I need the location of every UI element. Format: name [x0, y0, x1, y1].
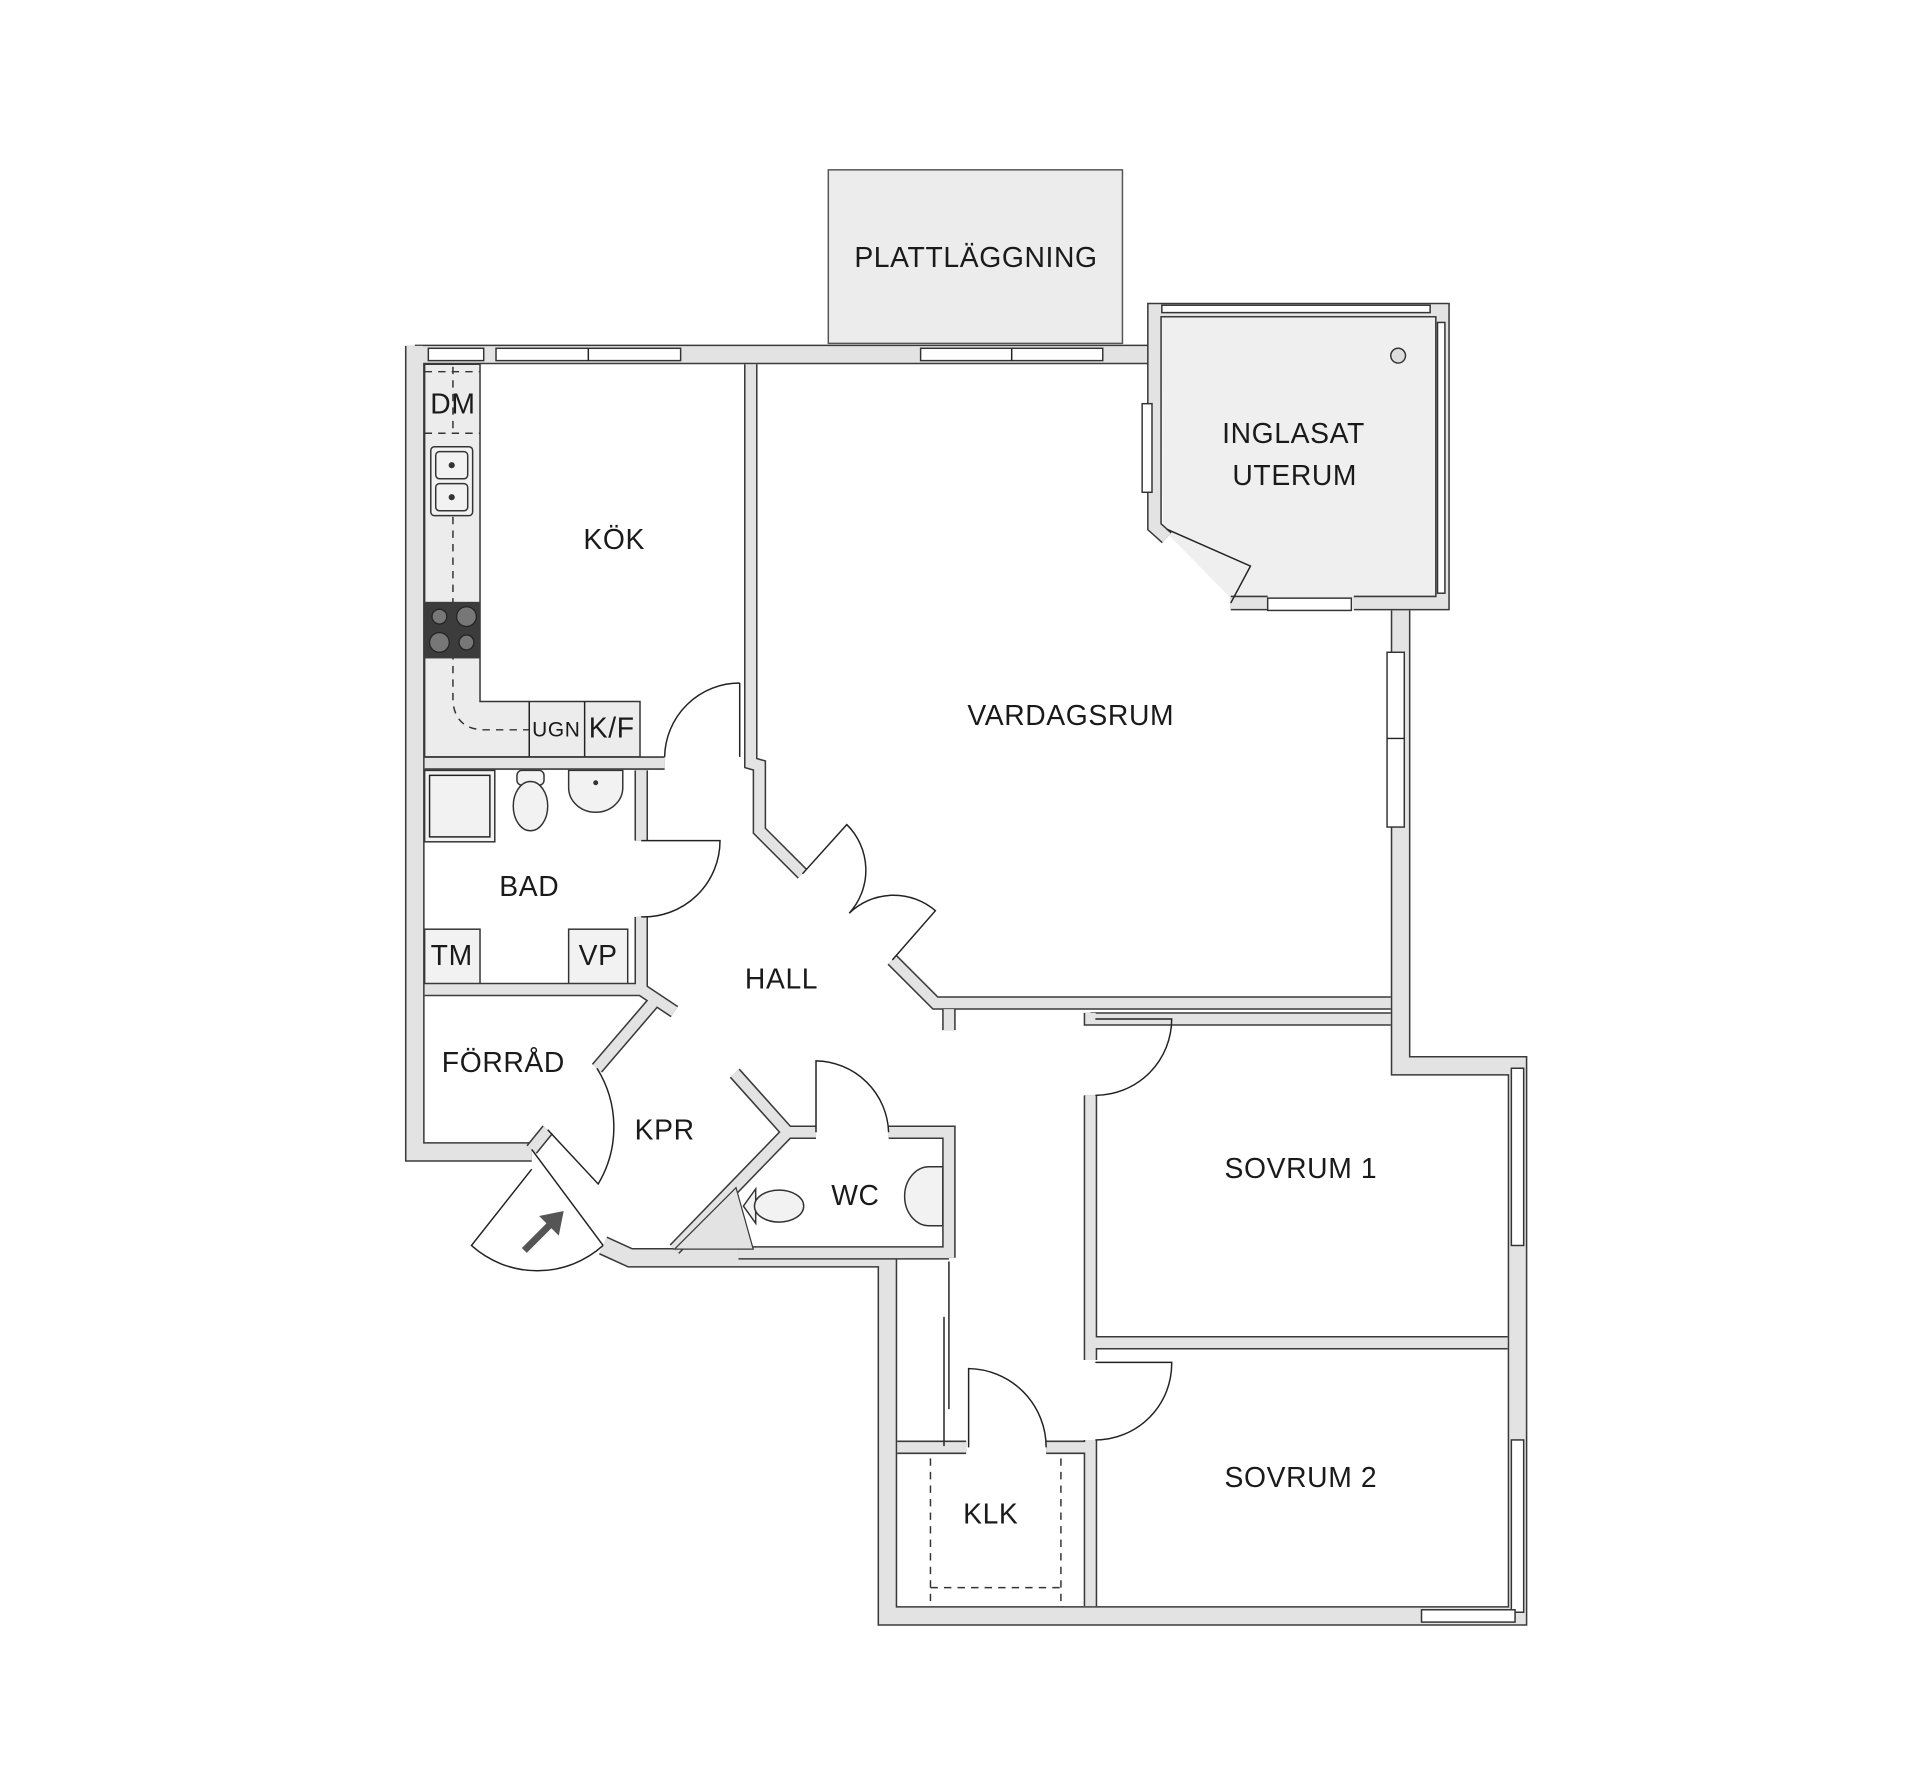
- kitchen-door[interactable]: [663, 682, 741, 757]
- sunroom-fixture-icon: [1390, 347, 1407, 364]
- room-label-terrace: PLATTLÄGGNING: [854, 241, 1097, 273]
- entrance-arrow-icon: [521, 1211, 564, 1253]
- toilet-icon: [512, 769, 549, 832]
- room-label-hall: HALL: [745, 962, 818, 994]
- walk-in-closet-door[interactable]: [967, 1367, 1047, 1448]
- stove-icon: [424, 601, 481, 659]
- room-label-kitchen: KÖK: [583, 523, 645, 555]
- entrance-door[interactable]: [470, 1149, 604, 1272]
- room-label-coat-closet: KPR: [635, 1114, 695, 1146]
- outer-walls: [404, 302, 1528, 1626]
- room-label-bathroom: BAD: [499, 870, 559, 902]
- appliance-label-oven: UGN: [532, 719, 580, 742]
- sunroom-door[interactable]: [1166, 528, 1252, 604]
- bedroom2-door[interactable]: [1095, 1361, 1173, 1441]
- kitchen-counter: [423, 363, 641, 758]
- washbasin-icon: [567, 769, 624, 814]
- water-heater-box: [567, 928, 629, 986]
- room-label-living-room: VARDAGSRUM: [967, 699, 1174, 731]
- room-label-wc: WC: [831, 1179, 879, 1211]
- klk-shelves: [929, 1458, 1062, 1607]
- shower-icon: [423, 769, 496, 843]
- room-label-walk-in-closet: KLK: [963, 1498, 1018, 1530]
- bathroom-door[interactable]: [641, 839, 721, 918]
- wc-washbasin-icon: [903, 1165, 944, 1227]
- sunroom-floor: [1161, 317, 1438, 599]
- wardrobe-sliding-doors[interactable]: [943, 1261, 950, 1447]
- wc-door[interactable]: [815, 1060, 890, 1133]
- interior-walls: [424, 364, 1508, 1607]
- room-label-storage: FÖRRÅD: [442, 1046, 565, 1078]
- room-label-bedroom2: SOVRUM 2: [1225, 1461, 1378, 1493]
- windows: [427, 304, 1525, 1623]
- doors[interactable]: [470, 528, 1252, 1448]
- appliance-label-fridge: K/F: [589, 711, 635, 743]
- wc-toilet-icon: [742, 1186, 805, 1226]
- appliance-label-water-heater: VP: [579, 939, 618, 971]
- room-label-bedroom1: SOVRUM 1: [1225, 1152, 1378, 1184]
- shower-tray: [428, 774, 491, 838]
- room-label-sunroom-2: UTERUM: [1232, 459, 1357, 491]
- appliance-label-washer: TM: [431, 939, 473, 971]
- sink-icon: [430, 446, 474, 517]
- living-room-double-door[interactable]: [801, 823, 937, 961]
- appliance-label-dishwasher: DM: [430, 388, 475, 420]
- terrace-area: [827, 169, 1124, 345]
- bedroom1-door[interactable]: [1095, 1018, 1173, 1097]
- room-label-sunroom-1: INGLASAT: [1222, 417, 1365, 449]
- storage-door[interactable]: [547, 1067, 615, 1186]
